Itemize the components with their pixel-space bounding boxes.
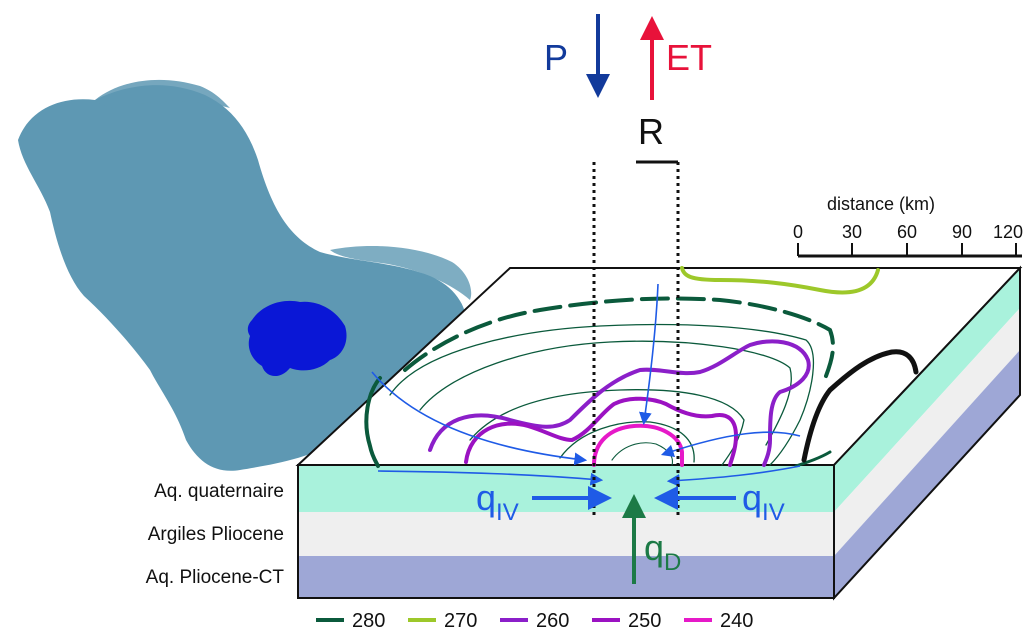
layer-label-clay: Argiles Pliocene	[148, 524, 284, 545]
contour-thin-2	[419, 340, 792, 446]
layer-label-quaternary: Aq. quaternaire	[154, 481, 284, 502]
lateral-flow-right-sub: IV	[762, 499, 785, 526]
flow-arrow-east	[660, 431, 801, 458]
front-layer-quaternary	[298, 465, 834, 512]
boundary-black	[801, 349, 919, 463]
layer-label-pliocene: Aq. Pliocene-CT	[146, 567, 285, 588]
subbasin-highlight	[247, 300, 347, 377]
front-layer-clay	[298, 512, 834, 556]
right-layer-clay	[834, 308, 1020, 556]
legend-label-280: 280	[352, 610, 385, 632]
subsurface-flows: qIV qIV qD	[476, 477, 785, 584]
flow-arrow-north	[639, 283, 659, 426]
lateral-flow-right-label: qIV	[742, 477, 785, 526]
contour-280-left	[364, 376, 382, 468]
front-layer-pliocene	[298, 556, 834, 598]
scale-bar-title: distance (km)	[827, 194, 935, 214]
vertical-flow-label: qD	[644, 527, 681, 576]
legend-label-270: 270	[444, 610, 477, 632]
vertical-flow-q: q	[644, 527, 664, 568]
basin-detail-north	[95, 79, 230, 108]
scale-label-60: 60	[897, 222, 917, 242]
right-layer-quaternary	[834, 268, 1020, 512]
flow-arrow-west-low	[377, 470, 604, 486]
front-face-outline	[297, 464, 835, 599]
lateral-flow-left-sub: IV	[496, 499, 519, 526]
lateral-flow-left-label: qIV	[476, 477, 519, 526]
legend-label-240: 240	[720, 610, 753, 632]
contour-legend: 280 270 260 250 240	[316, 610, 753, 632]
vertical-flow-sub: D	[664, 549, 681, 576]
lateral-flow-right-q: q	[742, 477, 762, 518]
contour-270	[680, 266, 880, 295]
contour-thin-1	[389, 323, 815, 466]
legend-label-250: 250	[628, 610, 661, 632]
scale-label-120: 120	[993, 222, 1023, 242]
flow-arrow-west	[371, 371, 588, 466]
contours	[364, 266, 919, 468]
scale-bar: distance (km) 0 30 60 90 120	[793, 194, 1023, 258]
et-label: ET	[666, 37, 712, 78]
basin-map	[18, 79, 472, 471]
legend-label-260: 260	[536, 610, 569, 632]
basin-outline	[18, 85, 468, 471]
recharge-zone	[592, 160, 680, 515]
right-layer-pliocene	[834, 350, 1020, 598]
scale-label-30: 30	[842, 222, 862, 242]
block-front-face	[297, 464, 835, 599]
scale-label-90: 90	[952, 222, 972, 242]
flow-arrow-east-low	[666, 465, 801, 487]
block-right-face	[833, 265, 1021, 601]
scale-label-0: 0	[793, 222, 803, 242]
precipitation-label: P	[544, 37, 568, 78]
contour-240	[592, 423, 684, 467]
basin-detail-east	[330, 246, 472, 300]
contour-thin-5	[611, 442, 674, 466]
lateral-flow-left-q: q	[476, 477, 496, 518]
atmosphere-fluxes: P ET R	[544, 14, 712, 152]
surface-flow-arrows	[371, 283, 801, 487]
recharge-label: R	[638, 111, 664, 152]
layer-labels: Aq. quaternaire Argiles Pliocene Aq. Pli…	[146, 481, 285, 588]
contour-250	[464, 396, 738, 467]
contour-280	[403, 296, 835, 378]
contour-thin-3	[469, 389, 745, 466]
contour-280-right	[794, 450, 832, 468]
